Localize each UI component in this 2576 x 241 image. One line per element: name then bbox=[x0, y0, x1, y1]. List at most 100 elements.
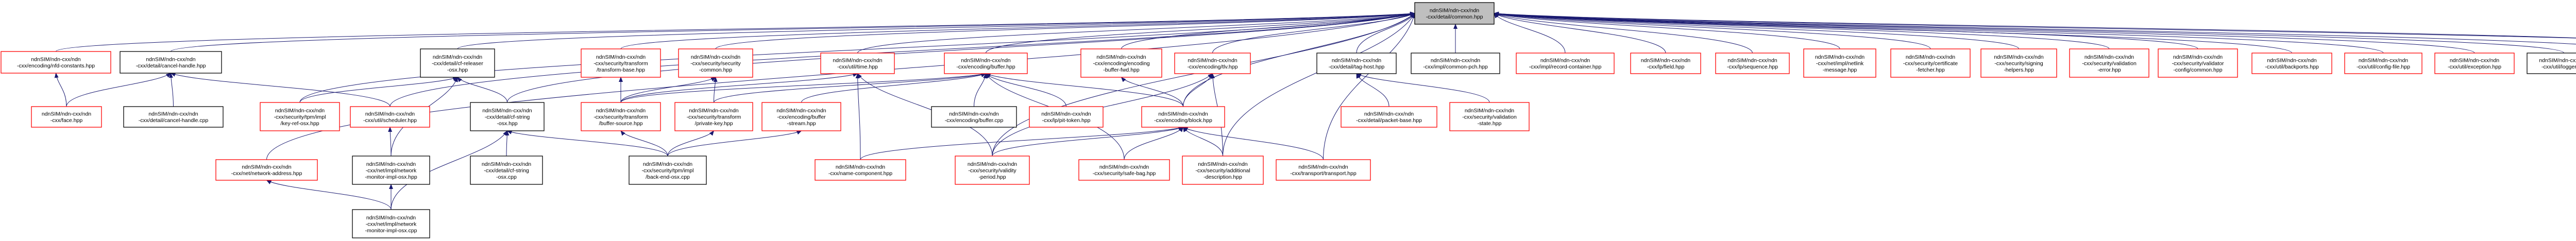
graph-node-safe-bag[interactable]: ndnSIM/ndn-cxx/ndn-cxx/security/safe-bag… bbox=[1078, 159, 1170, 181]
graph-node-additional-description[interactable]: ndnSIM/ndn-cxx/ndn-cxx/security/addition… bbox=[1182, 156, 1264, 185]
node-box bbox=[123, 106, 224, 128]
edge-additional-description-to-root bbox=[1223, 13, 1415, 157]
node-box bbox=[2434, 53, 2515, 74]
node-label-line: -fetcher.hpp bbox=[1916, 67, 1945, 73]
graph-node-validation-error[interactable]: ndnSIM/ndn-cxx/ndn-cxx/security/validati… bbox=[2069, 48, 2149, 78]
graph-node-certificate-fetcher[interactable]: ndnSIM/ndn-cxx/ndn-cxx/security/certific… bbox=[1890, 48, 1971, 78]
graph-node-packet-base[interactable]: ndnSIM/ndn-cxx/ndn-cxx/detail/packet-bas… bbox=[1341, 106, 1437, 128]
node-label-line: -cxx/util/time.hpp bbox=[837, 64, 878, 70]
graph-node-private-key[interactable]: ndnSIM/ndn-cxx/ndn-cxx/security/transfor… bbox=[674, 102, 753, 131]
node-label-line: -cxx/security/certificate bbox=[1903, 60, 1958, 66]
node-label-line: ndnSIM/ndn-cxx/ndn bbox=[42, 111, 91, 117]
node-box bbox=[1182, 156, 1264, 185]
graph-node-common-pch[interactable]: ndnSIM/ndn-cxx/ndn-cxx/impl/common-pch.h… bbox=[1411, 53, 1500, 74]
node-label-line: /transform-base.hpp bbox=[597, 67, 645, 73]
edge-cancel-handle-hpp-to-root bbox=[171, 11, 1415, 52]
node-label-line: -cxx/util/backports.hpp bbox=[2265, 64, 2319, 70]
graph-node-time[interactable]: ndnSIM/ndn-cxx/ndn-cxx/util/time.hpp bbox=[820, 53, 895, 74]
graph-node-exception[interactable]: ndnSIM/ndn-cxx/ndn-cxx/util/exception.hp… bbox=[2434, 53, 2515, 74]
graph-node-buffer-cpp[interactable]: ndnSIM/ndn-cxx/ndn-cxx/encoding/buffer.c… bbox=[931, 106, 1017, 128]
node-label-line: -error.hpp bbox=[2097, 67, 2121, 73]
node-label-line: -cxx/encoding/tlv.hpp bbox=[1188, 64, 1238, 70]
node-label-line: -cxx/encoding/buffer bbox=[777, 114, 826, 120]
node-label-line: ndnSIM/ndn-cxx/ndn bbox=[961, 58, 1010, 64]
graph-node-transform-base[interactable]: ndnSIM/ndn-cxx/ndn-cxx/security/transfor… bbox=[581, 48, 661, 78]
edge-key-ref-osx-to-cf-releaser bbox=[299, 77, 458, 103]
node-label-line: -cxx/impl/record-container.hpp bbox=[1529, 64, 1602, 70]
graph-node-buffer-stream[interactable]: ndnSIM/ndn-cxx/ndn-cxx/encoding/buffer-s… bbox=[761, 102, 841, 131]
node-label-line: -cxx/detail/cf-releaser bbox=[432, 60, 483, 66]
node-box bbox=[674, 102, 753, 131]
graph-node-nm-impl-osx-cpp[interactable]: ndnSIM/ndn-cxx/ndn-cxx/net/impl/network-… bbox=[352, 209, 430, 238]
node-label-line: -cxx/security/validity bbox=[968, 167, 1016, 174]
graph-node-security-common[interactable]: ndnSIM/ndn-cxx/ndn-cxx/security/security… bbox=[678, 48, 753, 78]
graph-node-config-file[interactable]: ndnSIM/ndn-cxx/ndn-cxx/util/config-file.… bbox=[2344, 53, 2422, 74]
node-label-line: ndnSIM/ndn-cxx/ndn bbox=[1906, 54, 1955, 60]
node-label-line: -cxx/detail/cf-string bbox=[485, 114, 530, 120]
node-label-line: -cxx/util/logger.cpp bbox=[2541, 64, 2576, 70]
graph-node-cf-string-cpp[interactable]: ndnSIM/ndn-cxx/ndn-cxx/detail/cf-string-… bbox=[470, 156, 543, 185]
graph-node-lp-field[interactable]: ndnSIM/ndn-cxx/ndn-cxx/lp/field.hpp bbox=[1630, 53, 1701, 74]
node-label-line: -cxx/security/validation bbox=[2082, 60, 2137, 66]
graph-node-scheduler[interactable]: ndnSIM/ndn-cxx/ndn-cxx/util/scheduler.hp… bbox=[350, 106, 430, 128]
graph-node-nfd-constants[interactable]: ndnSIM/ndn-cxx/ndn-cxx/encoding/nfd-cons… bbox=[1, 51, 111, 74]
node-box bbox=[1341, 106, 1437, 128]
node-label-line: ndnSIM/ndn-cxx/ndn bbox=[482, 108, 532, 114]
graph-node-back-end-osx[interactable]: ndnSIM/ndn-cxx/ndn-cxx/security/tpm/impl… bbox=[629, 156, 707, 185]
graph-node-pit-token[interactable]: ndnSIM/ndn-cxx/ndn-cxx/lp/pit-token.hpp bbox=[1029, 106, 1104, 128]
node-label-line: -cxx/security/transform bbox=[594, 60, 648, 66]
graph-node-buffer-hpp[interactable]: ndnSIM/ndn-cxx/ndn-cxx/encoding/buffer.h… bbox=[944, 53, 1028, 74]
graph-node-cf-string-hpp[interactable]: ndnSIM/ndn-cxx/ndn-cxx/detail/cf-string-… bbox=[470, 102, 545, 131]
graph-node-network-address[interactable]: ndnSIM/ndn-cxx/ndn-cxx/net/network-addre… bbox=[215, 159, 318, 181]
edge-cf-releaser-to-root bbox=[457, 11, 1415, 49]
graph-node-block[interactable]: ndnSIM/ndn-cxx/ndn-cxx/encoding/block.hp… bbox=[1141, 106, 1225, 128]
edge-private-key-to-security-common bbox=[713, 77, 718, 103]
graph-node-face[interactable]: ndnSIM/ndn-cxx/ndn-cxx/face.hpp bbox=[31, 106, 102, 128]
edge-private-key-to-buffer-hpp bbox=[714, 73, 987, 103]
graph-node-cf-releaser[interactable]: ndnSIM/ndn-cxx/ndn-cxx/detail/cf-release… bbox=[420, 48, 495, 78]
graph-node-validation-state[interactable]: ndnSIM/ndn-cxx/ndn-cxx/security/validati… bbox=[1449, 102, 1530, 131]
graph-node-cancel-handle-cpp[interactable]: ndnSIM/ndn-cxx/ndn-cxx/detail/cancel-han… bbox=[123, 106, 224, 128]
node-label-line: -cxx/security/transform bbox=[594, 114, 648, 120]
graph-node-name-component[interactable]: ndnSIM/ndn-cxx/ndn-cxx/name-component.hp… bbox=[815, 159, 906, 181]
edge-safe-bag-to-block bbox=[1124, 127, 1184, 160]
node-box bbox=[420, 48, 495, 78]
graph-node-encoding-buffer-fwd[interactable]: ndnSIM/ndn-cxx/ndn-cxx/encoding/encoding… bbox=[1080, 48, 1162, 78]
graph-node-tag-host[interactable]: ndnSIM/ndn-cxx/ndn-cxx/detail/tag-host.h… bbox=[1316, 53, 1397, 74]
node-label-line: -cxx/encoding/encoding bbox=[1093, 60, 1149, 66]
graph-node-validator-config-common[interactable]: ndnSIM/ndn-cxx/ndn-cxx/security/validato… bbox=[2158, 48, 2238, 78]
node-box bbox=[1078, 159, 1170, 181]
edge-buffer-stream-to-buffer-hpp bbox=[801, 73, 987, 103]
graph-node-lp-sequence[interactable]: ndnSIM/ndn-cxx/ndn-cxx/lp/sequence.hpp bbox=[1715, 53, 1790, 74]
graph-node-backports[interactable]: ndnSIM/ndn-cxx/ndn-cxx/util/backports.hp… bbox=[2251, 53, 2332, 74]
node-box bbox=[352, 209, 430, 238]
node-box bbox=[944, 53, 1028, 74]
graph-node-transport[interactable]: ndnSIM/ndn-cxx/ndn-cxx/transport/transpo… bbox=[1276, 159, 1371, 181]
node-label-line: -cxx/transport/transport.hpp bbox=[1290, 170, 1357, 177]
node-box bbox=[1174, 53, 1251, 74]
node-label-line: ndnSIM/ndn-cxx/ndn bbox=[1540, 58, 1590, 64]
graph-node-signing-helpers[interactable]: ndnSIM/ndn-cxx/ndn-cxx/security/signing-… bbox=[1980, 48, 2057, 78]
node-label-line: ndnSIM/ndn-cxx/ndn bbox=[949, 111, 998, 117]
node-label-line: -state.hpp bbox=[1478, 120, 1502, 127]
graph-node-record-container[interactable]: ndnSIM/ndn-cxx/ndn-cxx/impl/record-conta… bbox=[1516, 53, 1615, 74]
graph-node-tlv[interactable]: ndnSIM/ndn-cxx/ndn-cxx/encoding/tlv.hpp bbox=[1174, 53, 1251, 74]
graph-node-key-ref-osx[interactable]: ndnSIM/ndn-cxx/ndn-cxx/security/tpm/impl… bbox=[260, 102, 340, 131]
root-node[interactable]: ndnSIM/ndn-cxx/ndn-cxx/detail/common.hpp bbox=[1414, 2, 1495, 25]
edge-cf-string-hpp-to-root bbox=[507, 12, 1415, 103]
edge-block-to-encoding-buffer-fwd bbox=[1121, 77, 1183, 107]
node-label-line: ndnSIM/ndn-cxx/ndn bbox=[146, 57, 195, 63]
edge-buffer-source-to-time bbox=[620, 73, 858, 103]
node-label-line: -cxx/impl/common-pch.hpp bbox=[1423, 64, 1488, 70]
node-box bbox=[1411, 53, 1500, 74]
graph-node-nm-impl-osx-hpp[interactable]: ndnSIM/ndn-cxx/ndn-cxx/net/impl/network-… bbox=[352, 156, 430, 185]
node-label-line: -common.hpp bbox=[699, 67, 732, 73]
node-label-line: ndnSIM/ndn-cxx/ndn bbox=[968, 161, 1017, 167]
graph-node-cancel-handle-hpp[interactable]: ndnSIM/ndn-cxx/ndn-cxx/detail/cancel-han… bbox=[120, 51, 222, 74]
graph-node-validity-period[interactable]: ndnSIM/ndn-cxx/ndn-cxx/security/validity… bbox=[955, 156, 1030, 185]
edge-block-to-buffer-hpp bbox=[985, 73, 1183, 107]
graph-node-logger-cpp[interactable]: ndnSIM/ndn-cxx/ndn-cxx/util/logger.cpp bbox=[2527, 53, 2576, 74]
graph-node-netlink-message[interactable]: ndnSIM/ndn-cxx/ndn-cxx/net/impl/netlink-… bbox=[1803, 48, 1876, 78]
edge-network-address-to-root bbox=[266, 12, 1415, 160]
graph-node-buffer-source[interactable]: ndnSIM/ndn-cxx/ndn-cxx/security/transfor… bbox=[581, 102, 661, 131]
